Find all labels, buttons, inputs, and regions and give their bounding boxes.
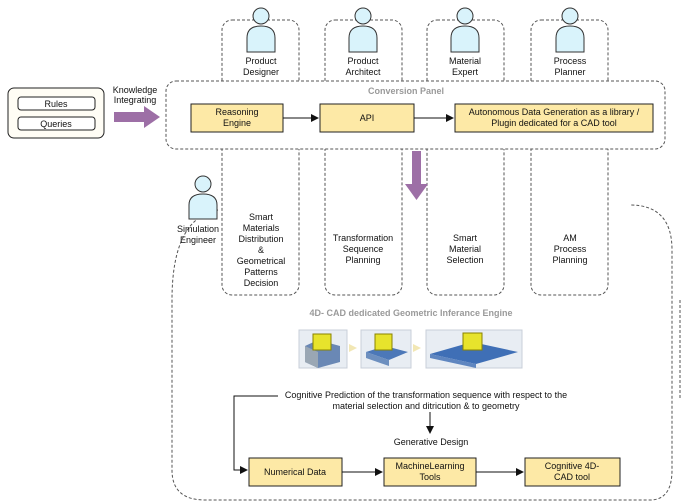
svg-text:Planning: Planning — [552, 255, 587, 265]
numerical-data-box — [248, 457, 343, 487]
svg-text:Materials: Materials — [243, 223, 280, 233]
svg-text:Selection: Selection — [446, 255, 483, 265]
role-product-designer-2: Designer — [243, 67, 279, 77]
engine-title: 4D- CAD dedicated Geometric Inferance En… — [309, 308, 512, 318]
lane-material-expert — [426, 19, 505, 296]
rules-box — [17, 96, 96, 111]
autonomous-generation-label-2: Plugin dedicated for a CAD tool — [491, 118, 617, 128]
cognitive-prediction-line-1: Cognitive Prediction of the transformati… — [285, 390, 567, 400]
role-process-planner-1: Process — [554, 56, 587, 66]
knowledge-integrating-arrow — [114, 106, 160, 128]
person-icon-simulation-engineer — [188, 175, 218, 220]
person-icon-product-designer — [246, 7, 276, 53]
integrating-label: Integrating — [114, 95, 157, 105]
lane-text-am-planning: AM Process Planning — [552, 233, 587, 265]
svg-text:Distribution: Distribution — [238, 234, 283, 244]
autonomous-generation-box — [454, 103, 654, 133]
svg-text:Smart: Smart — [249, 212, 274, 222]
lane-text-material-selection: Smart Material Selection — [446, 233, 483, 265]
lane-text-transformation-planning: Transformation Sequence Planning — [333, 233, 393, 265]
cad-image-1 — [298, 329, 348, 369]
svg-text:Planning: Planning — [345, 255, 380, 265]
role-process-planner-2: Planner — [554, 67, 585, 77]
conversion-panel-title: Conversion Panel — [368, 86, 444, 96]
generative-design-label: Generative Design — [394, 437, 469, 447]
role-product-designer-1: Product — [245, 56, 277, 66]
svg-text:Patterns: Patterns — [244, 267, 278, 277]
reasoning-engine-box — [190, 103, 284, 133]
role-material-expert-1: Material — [449, 56, 481, 66]
cad-tool-label-1: Cognitive 4D- — [545, 461, 600, 471]
loop-connector — [233, 395, 278, 474]
svg-text:Smart: Smart — [453, 233, 478, 243]
lane-product-architect — [324, 19, 403, 296]
cognitive-prediction-line-2: material selection and ditricution & to … — [332, 401, 520, 411]
numerical-data-label: Numerical Data — [264, 467, 326, 477]
knowledge-label: Knowledge — [113, 85, 158, 95]
role-product-architect-2: Architect — [345, 67, 381, 77]
reasoning-engine-label-2: Engine — [223, 118, 251, 128]
lane-product-designer — [221, 19, 300, 296]
person-icon-product-architect — [348, 7, 378, 53]
queries-label: Queries — [40, 119, 72, 129]
svg-text:Decision: Decision — [244, 278, 279, 288]
person-icon-process-planner — [555, 7, 585, 53]
role-simulation-engineer-2: Engineer — [180, 235, 216, 245]
arrow-2-3 — [413, 344, 421, 352]
svg-text:Process: Process — [554, 244, 587, 254]
person-icon-material-expert — [450, 7, 480, 53]
queries-box — [17, 116, 96, 131]
svg-text:&: & — [258, 245, 264, 255]
reasoning-engine-label-1: Reasoning — [215, 107, 258, 117]
ml-tools-label-1: MachineLearning — [395, 461, 464, 471]
lane-text-smart-distribution: Smart Materials Distribution & Geometric… — [237, 212, 286, 288]
svg-text:Geometrical: Geometrical — [237, 256, 286, 266]
svg-text:AM: AM — [563, 233, 577, 243]
rules-label: Rules — [44, 99, 68, 109]
cad-tool-label-2: CAD tool — [554, 472, 590, 482]
svg-text:Transformation: Transformation — [333, 233, 393, 243]
lower-panel-border — [171, 204, 673, 501]
cad-tool-box — [524, 457, 621, 487]
svg-text:Material: Material — [449, 244, 481, 254]
down-purple-arrow — [405, 151, 428, 200]
lane-process-planner — [530, 19, 609, 296]
ml-tools-box — [383, 457, 477, 487]
svg-text:Sequence: Sequence — [343, 244, 384, 254]
autonomous-generation-label-1: Autonomous Data Generation as a library … — [469, 107, 640, 117]
cad-image-2 — [360, 329, 412, 369]
api-label: API — [360, 113, 375, 123]
ml-tools-label-2: Tools — [419, 472, 441, 482]
arrow-1-2 — [349, 344, 357, 352]
role-material-expert-2: Expert — [452, 67, 479, 77]
cad-image-3 — [425, 329, 523, 369]
role-simulation-engineer-1: Simulation — [177, 224, 219, 234]
role-product-architect-1: Product — [347, 56, 379, 66]
